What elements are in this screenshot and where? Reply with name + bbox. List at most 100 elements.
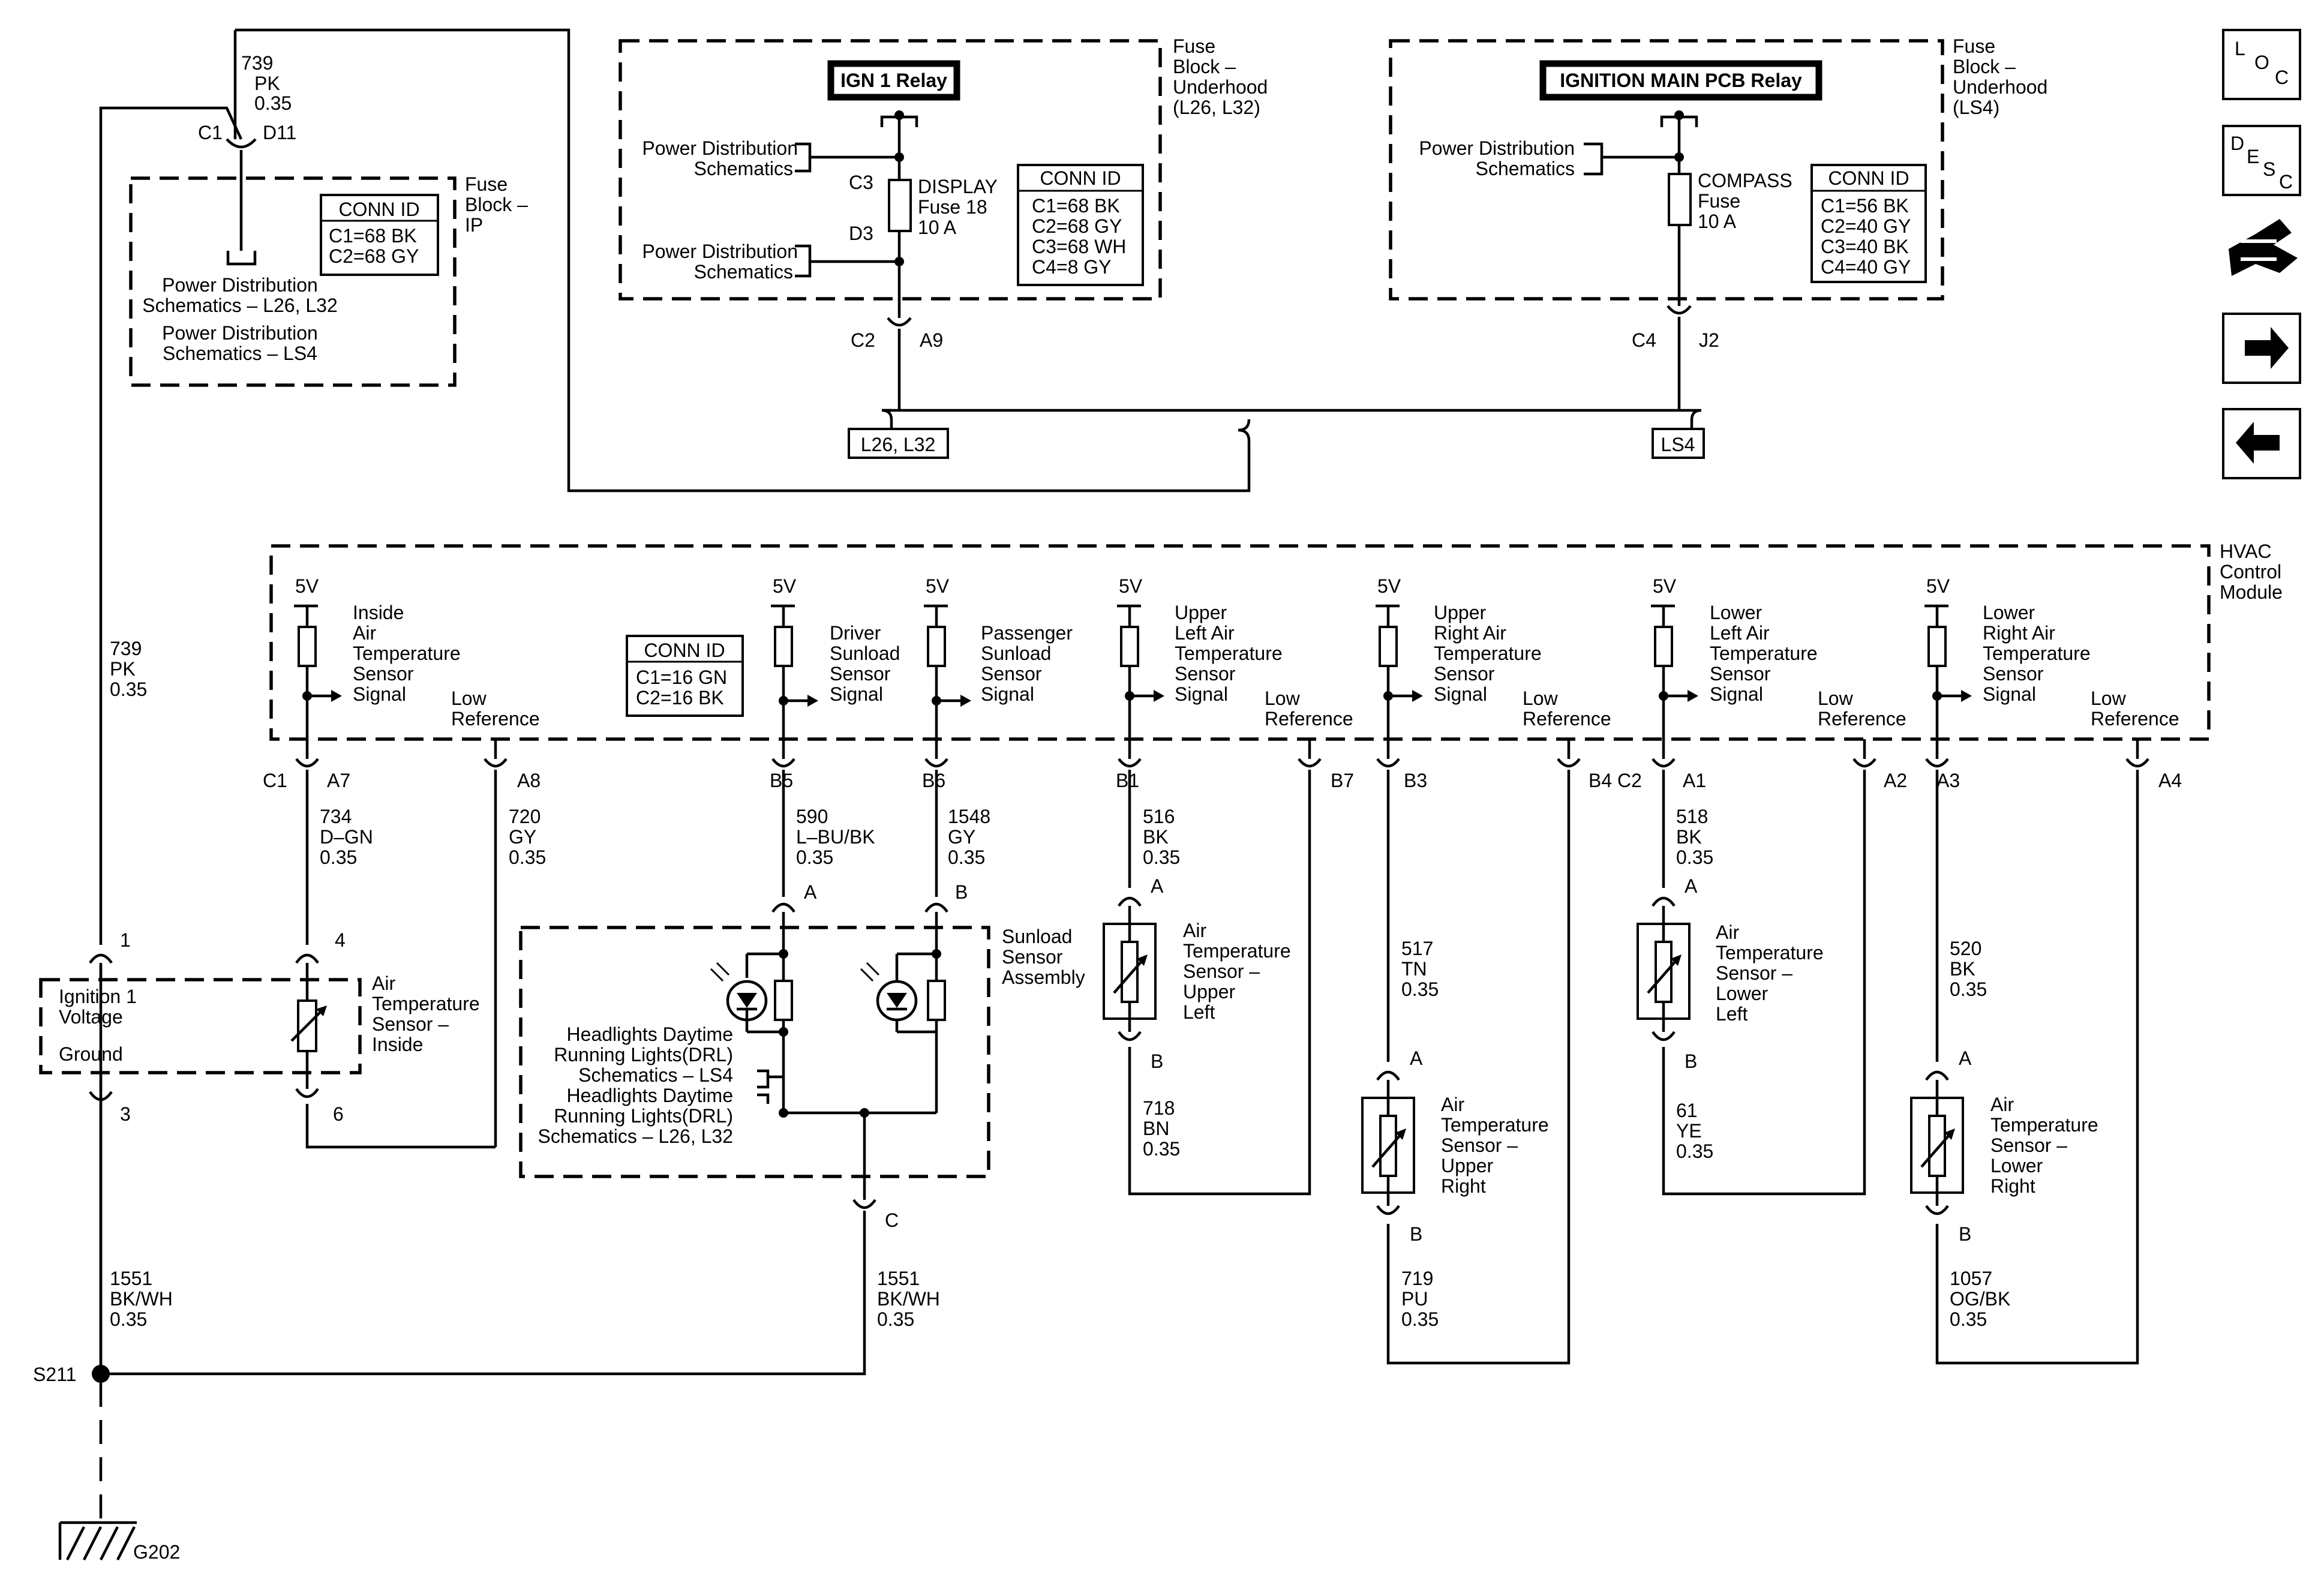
wire-label: 1548 <box>948 806 990 827</box>
signal-label: Sensor <box>1710 663 1771 685</box>
wire-label: PK <box>254 73 280 94</box>
cross-reference: Schematics <box>694 158 793 179</box>
wire-label: 1551 <box>877 1268 920 1289</box>
air-temp-sensor-upper-left <box>1103 896 1157 1041</box>
wire-label: 0.35 <box>1401 978 1439 1000</box>
wire-label: 0.35 <box>320 846 357 868</box>
signal-label: Signal <box>1175 683 1228 705</box>
signal-label: Right Air <box>1983 622 2055 644</box>
conn-id-line: C4=8 GY <box>1032 256 1112 278</box>
air-temp-sensor-lower-right <box>1910 1070 1964 1215</box>
pin-label: B <box>1685 1050 1697 1072</box>
voltage-label: 5V <box>295 575 319 597</box>
signal-label: Inside <box>353 602 404 623</box>
component-title: (LS4) <box>1953 97 1999 118</box>
loc-letter: L <box>2235 38 2245 59</box>
option-label: L26, L32 <box>861 434 936 455</box>
pin-label: 1 <box>120 929 131 951</box>
conn-id-line: C4=40 GY <box>1821 256 1911 278</box>
voltage-label: 5V <box>1377 575 1401 597</box>
sunload-sensor-assembly-outline <box>519 926 990 1178</box>
pin-label: A <box>1685 875 1698 897</box>
pin-label: A2 <box>1884 770 1907 791</box>
sensor-label: Lower <box>1990 1155 2043 1176</box>
cross-reference: Power Distribution <box>1419 137 1575 159</box>
pin-label: A <box>1151 875 1164 897</box>
signal-label: Passenger <box>981 622 1073 644</box>
pin-label: C <box>885 1209 899 1231</box>
sensor-label: Air <box>1716 921 1739 943</box>
component-title: Fuse <box>1173 35 1215 57</box>
signal-label: Signal <box>830 683 883 705</box>
connector-icon[interactable] <box>2229 219 2298 276</box>
signal-label: Temperature <box>1710 643 1818 664</box>
component-title: Control <box>2220 561 2281 583</box>
pin-label: B <box>1959 1223 1971 1245</box>
cross-reference: Headlights Daytime <box>567 1023 733 1045</box>
pin-label: A8 <box>517 770 541 791</box>
sensor-label: Temperature <box>1441 1114 1549 1136</box>
conn-id-line: C1=56 BK <box>1821 195 1909 217</box>
component-title: Block – <box>465 194 528 215</box>
wire-label: 0.35 <box>1143 846 1180 868</box>
fuse-block-ip-outline <box>129 176 457 387</box>
conn-id-line: C2=68 GY <box>329 245 419 267</box>
signal-label: Upper <box>1434 602 1487 623</box>
signal-label: Sensor <box>1175 663 1236 685</box>
pin-label: C1 <box>198 122 223 143</box>
wire-label: 0.35 <box>877 1308 914 1330</box>
low-reference-label: Reference <box>1523 708 1611 730</box>
ground-g202-icon <box>58 1521 137 1561</box>
signal-label: Left Air <box>1710 622 1770 644</box>
sensor-label: Temperature <box>1183 940 1291 962</box>
wire-label: 0.35 <box>1676 1140 1713 1162</box>
channel-passenger <box>924 604 971 759</box>
wire-label: 0.35 <box>1401 1308 1439 1330</box>
c1-d11-connector <box>226 138 257 149</box>
component-title: Underhood <box>1953 76 2047 98</box>
desc-icon[interactable]: D E S C <box>2222 125 2301 196</box>
wire-label: 739 <box>241 52 273 74</box>
wire-label: BK <box>1950 958 1975 980</box>
back-arrow-icon[interactable] <box>2222 408 2301 479</box>
cross-reference: Schematics – LS4 <box>163 343 317 364</box>
voltage-label: 5V <box>773 575 797 597</box>
signal-label: Upper <box>1175 602 1227 623</box>
option-tag-l26: L26, L32 <box>848 428 949 459</box>
underhood-ls4-wiring <box>1584 110 1698 411</box>
component-title: Fuse <box>465 173 508 195</box>
conn-id-line: C2=40 GY <box>1821 215 1911 237</box>
loc-icon[interactable]: L O C <box>2222 29 2301 100</box>
sensor-label: Sensor – <box>1716 962 1792 984</box>
wire-label: OG/BK <box>1950 1288 2010 1310</box>
sensor-label: Right <box>1990 1175 2035 1197</box>
splice-label: S211 <box>33 1364 76 1385</box>
conn-id-header: CONN ID <box>1040 167 1121 189</box>
component-title: (L26, L32) <box>1173 97 1260 118</box>
signal-label: Sensor <box>830 663 891 685</box>
pin-label: A7 <box>327 770 350 791</box>
sunload-sensor-assembly <box>710 902 948 1218</box>
pin-label: C3 <box>849 172 873 193</box>
signal-label: Lower <box>1983 602 2035 623</box>
cross-reference: Running Lights(DRL) <box>554 1105 733 1127</box>
next-arrow-icon[interactable] <box>2222 313 2301 384</box>
air-temp-sensor-inside <box>290 953 327 1098</box>
pin-label: B <box>955 881 968 903</box>
channel-lower-left <box>1651 604 1698 759</box>
wire-label: PK <box>110 658 136 680</box>
wire-label: 0.35 <box>110 1308 147 1330</box>
sensor-label: Upper <box>1441 1155 1494 1176</box>
wire-label: 520 <box>1950 938 1981 959</box>
conn-id-header: CONN ID <box>1828 167 1909 189</box>
low-reference-label: Low <box>2091 688 2127 709</box>
sensor-label: Air <box>1441 1094 1464 1115</box>
wire-labels: 739 PK 0.35 734 D–GN 0.35 720 GY 0.35 59… <box>110 638 2010 1330</box>
channel-driver <box>771 604 818 759</box>
wire-label: 0.35 <box>1676 846 1713 868</box>
conn-id-line: C3=40 BK <box>1821 236 1909 257</box>
pin-label: J2 <box>1699 329 1719 351</box>
cross-reference: Power Distribution <box>642 241 798 262</box>
wire-label: 719 <box>1401 1268 1433 1289</box>
conn-id-header: CONN ID <box>644 640 725 661</box>
